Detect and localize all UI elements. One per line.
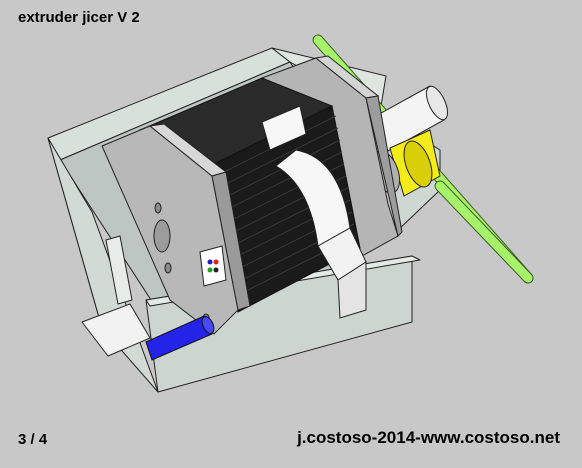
left-wall-slot — [105, 235, 133, 305]
author-credit: j.costoso-2014-www.costoso.net — [297, 428, 560, 447]
stepper-motor — [138, 77, 361, 313]
motor-clamp-strap — [261, 105, 367, 319]
diagram-title: extruder jicer V 2 — [18, 9, 140, 26]
blue-pin — [145, 315, 215, 361]
left-tab — [81, 303, 151, 357]
shaft-hole — [153, 219, 171, 253]
connector-label — [199, 245, 227, 287]
shaft-assembly — [371, 85, 449, 197]
green-rod-front — [434, 180, 534, 284]
page-counter: 3 / 4 — [18, 431, 48, 448]
